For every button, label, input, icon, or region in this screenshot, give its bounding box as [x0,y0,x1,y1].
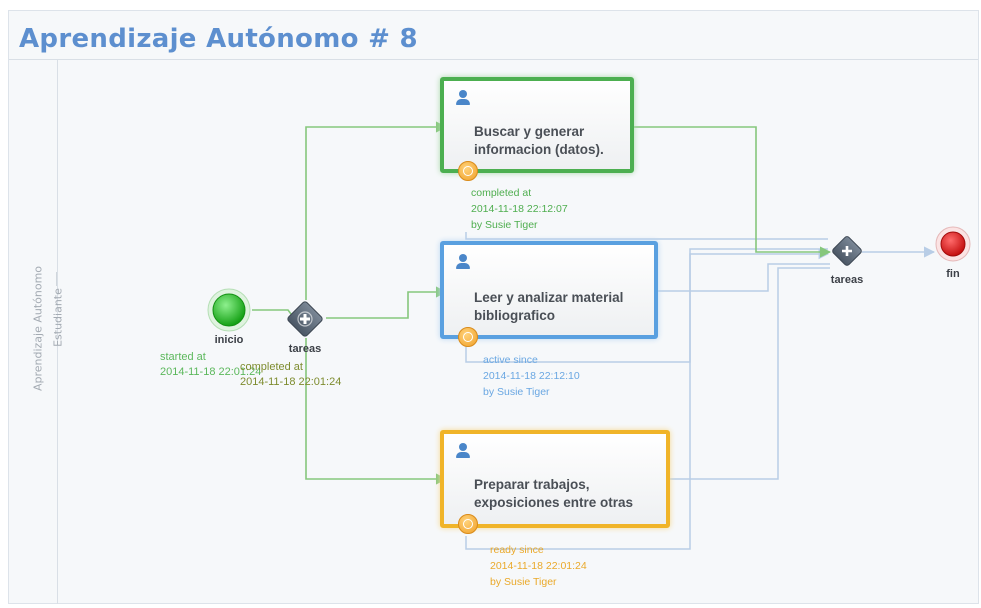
join-gateway-label: tareas [830,274,864,286]
task-status: completed at 2014-11-18 22:12:07 by Susi… [471,187,568,231]
end-event-label: fin [946,268,960,280]
parallel-gateway-split[interactable] [287,301,324,338]
task-name: Buscar y generar informacion (datos). [474,124,604,157]
split-gateway-status: completed at 2014-11-18 22:01:24 [240,361,342,388]
flow-task3-to-join [670,267,830,480]
parallel-gateway-join[interactable] [831,235,862,266]
flow-split-to-task1 [305,121,448,300]
title-divider [9,59,978,60]
task-status: ready since 2014-11-18 22:01:24 by Susie… [490,544,587,588]
start-event[interactable] [207,288,251,332]
user-icon [456,443,470,459]
task-preparar-trabajos[interactable]: Preparar trabajos, exposiciones entre ot… [440,430,670,534]
start-event-label: inicio [214,334,244,346]
flow-start-to-split [252,309,295,319]
task-buscar-generar[interactable]: Buscar y generar informacion (datos). [440,77,634,181]
end-event[interactable] [935,226,971,262]
flow-task2-to-join [658,263,830,292]
flow-task3-annot-connector [465,248,830,550]
process-title: Aprendizaje Autónomo # 8 [19,24,418,54]
split-gateway-label: tareas [288,343,322,355]
task-status: active since 2014-11-18 22:12:10 by Susi… [483,354,580,398]
start-event-status: started at 2014-11-18 22:01:24 [160,351,262,378]
lane-divider [57,60,58,604]
pending-flows [465,232,830,550]
user-icon [456,90,470,106]
flow-task1-annot-connector [465,232,828,240]
pool-lane-separator [56,272,57,286]
task-leer-analizar[interactable]: Leer y analizar material bibliografico [440,241,658,347]
taken-flows [252,121,936,485]
user-icon [456,254,470,270]
task-name: Preparar trabajos, exposiciones entre ot… [474,477,634,510]
task-name: Leer y analizar material bibliografico [474,290,624,323]
timer-icon [458,327,478,347]
flow-split-to-task2 [326,286,448,319]
flow-split-to-task3 [305,338,448,485]
timer-icon [458,161,478,181]
flow-task1-to-join [634,126,832,258]
timer-icon [458,514,478,534]
